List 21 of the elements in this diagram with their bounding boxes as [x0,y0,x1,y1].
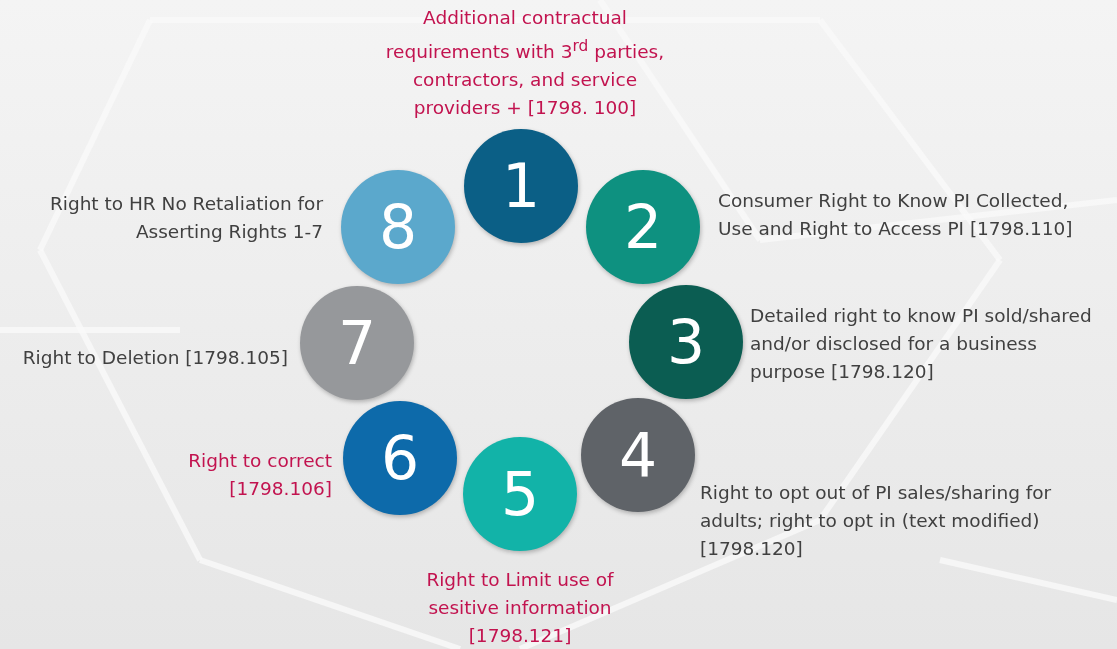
number-circle [581,398,695,512]
step-number: 2 [623,197,663,257]
right-description: Additional contractual requirements with 3$^{rd}$ parties, contractors, and service providers + [1798. 100] [384,6,666,121]
number-circle [343,401,457,515]
step-number: 8 [378,197,418,257]
right-description: Detailed right to know PI sold/shared and/or disclosed for a business purpose [1798.120] [750,304,1093,384]
right-description: Right to opt out of PI sales/sharing for adults; right to opt in (text modified) [1798.120] [700,481,1053,561]
number-circle [300,286,414,400]
right-description: Consumer Right to Know PI Collected, Use and Right to Access PI [1798.110] [718,189,1074,241]
step-number: 4 [618,425,658,485]
step-number: 7 [337,313,377,373]
step-number: 3 [666,312,706,372]
step-number: 5 [500,464,540,524]
number-circle [463,437,577,551]
step-number: 1 [501,156,541,216]
right-description: Right to HR No Retaliation for Asserting Rights 1-7 [48,192,323,244]
step-number: 6 [380,428,420,488]
number-circle [629,285,743,399]
right-description: Right to Deletion [1798.105] [21,346,288,370]
right-description: Right to correct [1798.106] [187,449,332,501]
right-description: Right to Limit use of sesitive information [1798.121] [425,568,615,648]
